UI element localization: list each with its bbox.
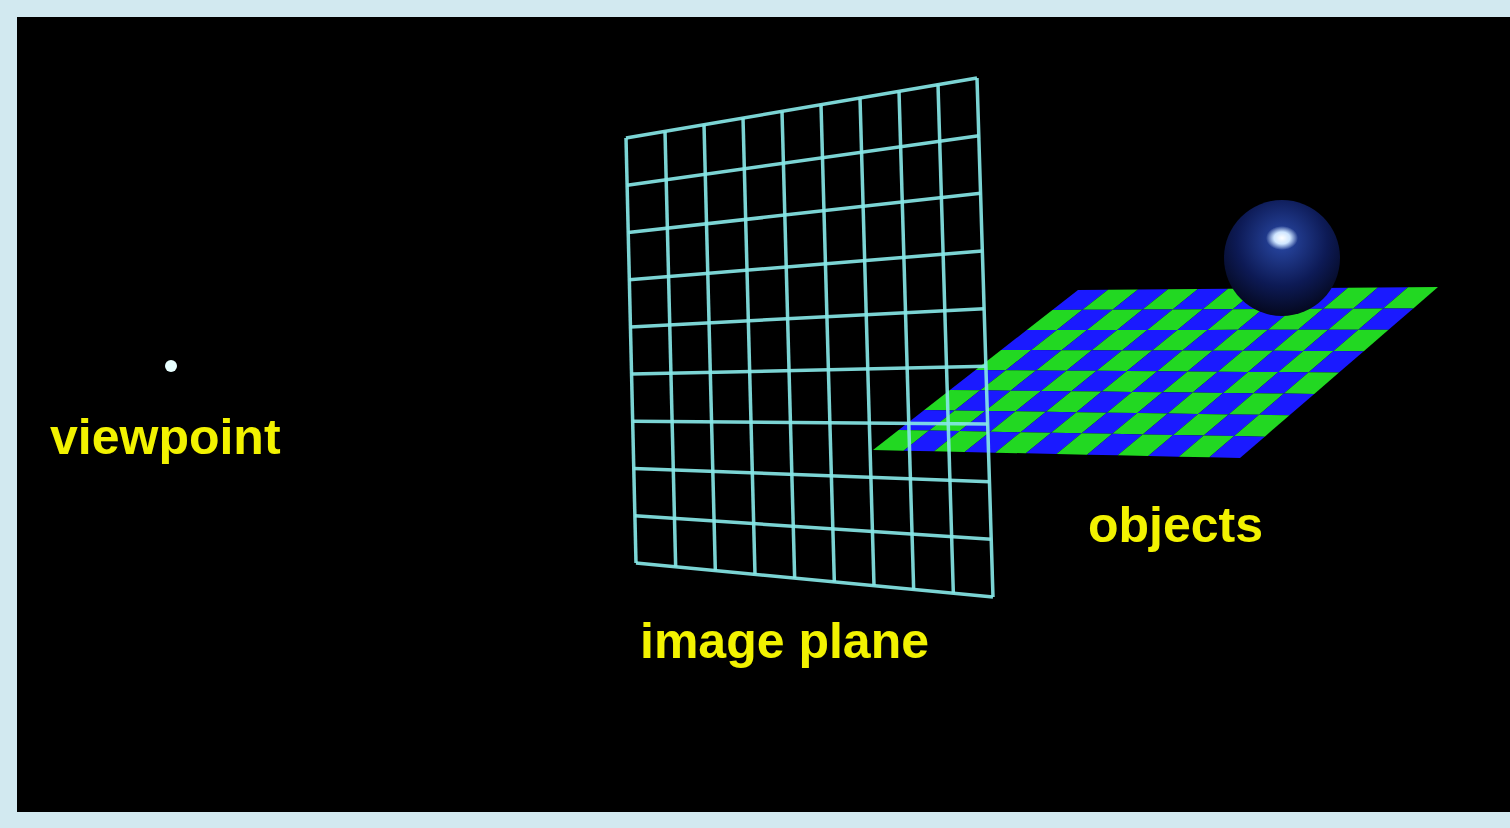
grid-line	[634, 469, 990, 482]
board-tile	[1284, 372, 1339, 394]
grid-line	[938, 85, 953, 594]
grid-line	[899, 91, 914, 589]
grid-line	[636, 563, 993, 597]
grid-line	[635, 516, 991, 540]
grid-line	[633, 421, 988, 424]
grid-line	[860, 98, 874, 586]
objects-label: objects	[1088, 500, 1263, 550]
board-tile	[1334, 330, 1389, 351]
board-tile	[1209, 436, 1264, 458]
grid-line	[632, 366, 986, 374]
viewpoint-dot	[165, 360, 177, 372]
viewpoint-label: viewpoint	[50, 412, 281, 462]
board-tile	[1309, 351, 1364, 372]
grid-line	[704, 125, 715, 571]
grid-line	[627, 136, 979, 186]
image-plane-label: image plane	[640, 616, 929, 666]
grid-line	[743, 118, 755, 574]
board-tile	[1358, 308, 1413, 329]
grid-line	[782, 111, 795, 578]
grid-line	[626, 138, 636, 563]
sphere-highlight	[1266, 226, 1298, 250]
board-tile	[1383, 287, 1438, 309]
image-plane-grid	[626, 78, 993, 597]
grid-line	[665, 131, 676, 566]
grid-line	[629, 251, 982, 280]
grid-line	[630, 309, 984, 327]
grid-line	[628, 193, 980, 232]
grid-line	[821, 105, 834, 582]
board-tile	[1234, 415, 1289, 437]
checkerboard-floor	[873, 287, 1438, 458]
grid-line	[977, 78, 993, 597]
grid-line	[626, 78, 977, 138]
sphere	[1224, 200, 1340, 316]
board-tile	[1259, 394, 1314, 416]
